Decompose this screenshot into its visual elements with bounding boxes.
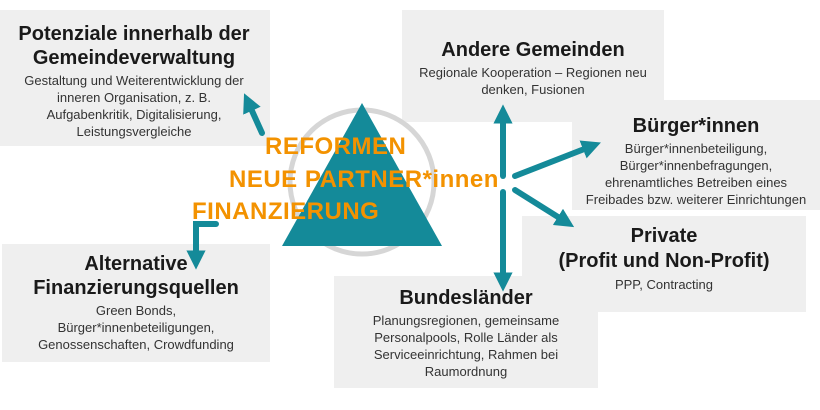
bundeslaender-desc-line4: Raumordnung xyxy=(424,364,508,379)
bundeslaender-desc-line3: Serviceeinrichtung, Rahmen bei xyxy=(373,347,559,362)
andere-desc-line2: denken, Fusionen xyxy=(481,82,585,97)
private-description: PPP, Contracting xyxy=(528,276,800,293)
potenziale-title-line1: Potenziale innerhalb der xyxy=(18,23,250,45)
center-text-reformen: REFORMEN xyxy=(265,133,407,160)
arrow-to-buerger xyxy=(512,140,601,179)
arrow-to-potenziale xyxy=(243,93,265,136)
private-title-line1: Private xyxy=(630,225,698,247)
center-text-neue-partner: NEUE PARTNER*innen xyxy=(229,166,499,193)
potenziale-desc-line4: Leistungsvergleiche xyxy=(76,124,192,139)
potenziale-desc-line1: Gestaltung und Weiterentwicklung der xyxy=(24,73,244,88)
potenziale-description: Gestaltung und Weiterentwicklung der inn… xyxy=(4,72,264,140)
buerger-desc-line1: Bürger*innenbeteiligung, xyxy=(624,141,768,156)
andere-description: Regionale Kooperation – Regionen neu den… xyxy=(408,64,658,98)
alternative-title-line1: Alternative xyxy=(84,253,188,275)
andere-title: Andere Gemeinden xyxy=(441,39,625,61)
alternative-desc-line1: Green Bonds, xyxy=(95,303,177,318)
arrow-to-alternative xyxy=(186,221,219,270)
bundeslaender-desc-line2: Personalpools, Rolle Länder als xyxy=(374,330,558,345)
alternative-desc-line3: Genossenschaften, Crowdfunding xyxy=(38,337,234,352)
bundeslaender-title: Bundesländer xyxy=(399,287,533,309)
private-title-line2: (Profit und Non-Profit) xyxy=(558,250,770,272)
box-andere-gemeinden: Andere Gemeinden Regionale Kooperation –… xyxy=(402,10,664,122)
center-triangle xyxy=(282,103,442,246)
box-potenziale: Potenziale innerhalb der Gemeindeverwalt… xyxy=(0,10,270,146)
buerger-title: Bürger*innen xyxy=(632,115,760,137)
box-buerger: Bürger*innen Bürger*innenbeteiligung, Bü… xyxy=(572,100,820,210)
arrows xyxy=(186,93,601,292)
box-bundeslaender: Bundesländer Planungsregionen, gemeinsam… xyxy=(334,276,598,388)
bundeslaender-description: Planungsregionen, gemeinsame Personalpoo… xyxy=(340,312,592,380)
alternative-title-line2: Finanzierungsquellen xyxy=(33,277,239,299)
potenziale-title-line2: Gemeindeverwaltung xyxy=(32,47,236,69)
buerger-desc-line4: Freibades bzw. weiterer Einrichtungen xyxy=(585,192,807,207)
andere-desc-line1: Regionale Kooperation – Regionen neu xyxy=(419,65,647,80)
arrow-to-private xyxy=(512,187,575,228)
center-text-finanzierung: FINANZIERUNG xyxy=(192,198,380,225)
buerger-desc-line3: ehrenamtliches Betreiben eines xyxy=(604,175,788,190)
potenziale-desc-line2: inneren Organisation, z. B. xyxy=(57,90,211,105)
alternative-description: Green Bonds, Bürger*innenbeteiligungen, … xyxy=(8,302,264,353)
potenziale-desc-line3: Aufgabenkritik, Digitalisierung, xyxy=(46,107,222,122)
buerger-description: Bürger*innenbeteiligung, Bürger*innenbef… xyxy=(578,140,814,208)
alternative-desc-line2: Bürger*innenbeteiligungen, xyxy=(57,320,215,335)
buerger-desc-line2: Bürger*innenbefragungen, xyxy=(619,158,773,173)
box-alternative-finanzierung: Alternative Finanzierungsquellen Green B… xyxy=(2,244,270,362)
bundeslaender-desc-line1: Planungsregionen, gemeinsame xyxy=(372,313,560,328)
private-desc-line1: PPP, Contracting xyxy=(614,277,714,292)
